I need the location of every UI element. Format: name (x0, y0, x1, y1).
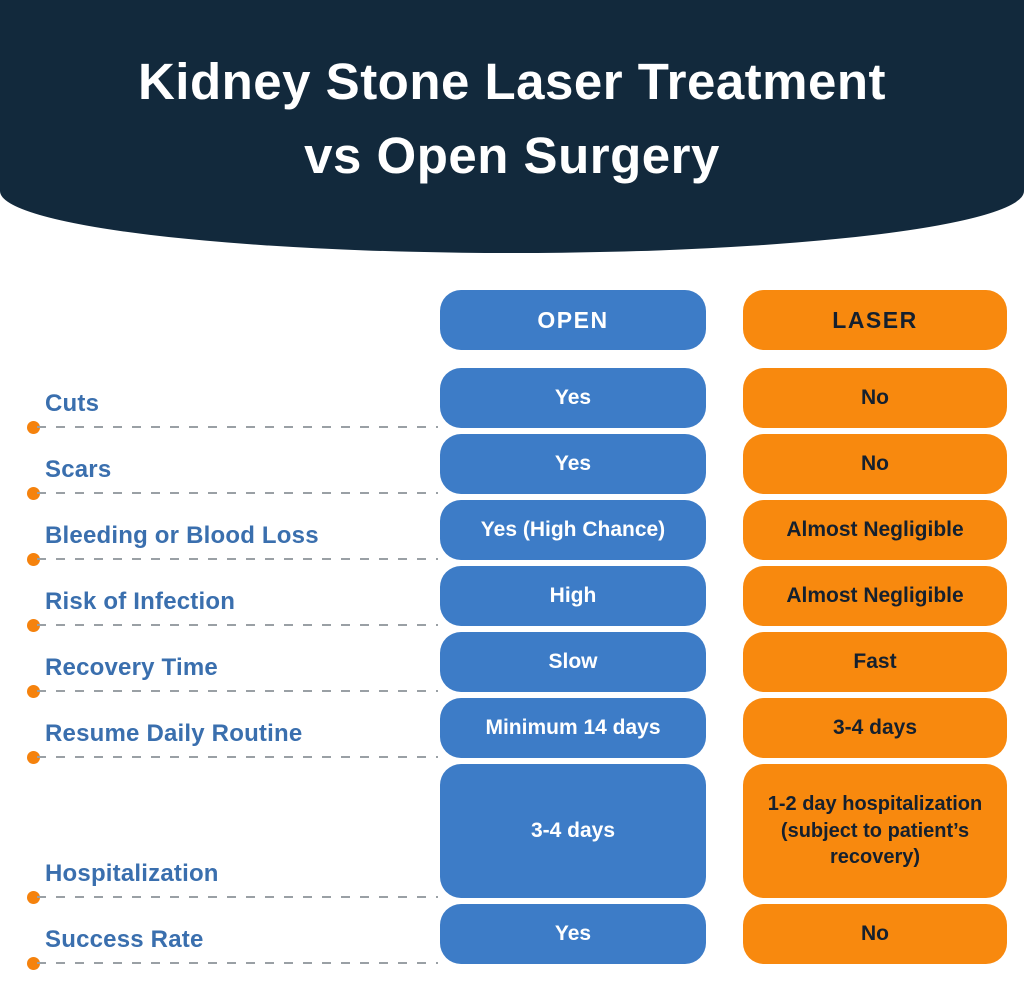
laser-value-cell: Almost Negligible (743, 500, 1007, 560)
table-row-success: Success Rate Yes No (0, 904, 1024, 970)
table-row-bleeding: Bleeding or Blood Loss Yes (High Chance)… (0, 500, 1024, 566)
row-label-cell: Bleeding or Blood Loss (0, 500, 440, 566)
bullet-dot-icon (27, 685, 40, 698)
table-row-routine: Resume Daily Routine Minimum 14 days 3-4… (0, 698, 1024, 764)
row-label-cell: Cuts (0, 368, 440, 434)
table-row-hospitalization: Hospitalization 3-4 days 1-2 day hospita… (0, 764, 1024, 904)
bullet-dot-icon (27, 751, 40, 764)
column-header-open: OPEN (440, 290, 706, 350)
laser-value-cell: 1-2 day hospitalization (subject to pati… (743, 764, 1007, 898)
laser-value-cell: Almost Negligible (743, 566, 1007, 626)
bullet-dot-icon (27, 553, 40, 566)
table-row-recovery: Recovery Time Slow Fast (0, 632, 1024, 698)
header-banner: Kidney Stone Laser Treatment vs Open Sur… (0, 0, 1024, 253)
bullet-dot-icon (27, 619, 40, 632)
laser-value-cell: No (743, 368, 1007, 428)
row-label: Risk of Infection (45, 588, 236, 615)
page-title: Kidney Stone Laser Treatment vs Open Sur… (138, 45, 886, 193)
dashed-leader-line (37, 492, 438, 494)
row-label-cell: Hospitalization (0, 764, 440, 904)
dashed-leader-line (37, 756, 438, 758)
open-value-cell: Minimum 14 days (440, 698, 706, 758)
row-label: Hospitalization (45, 860, 219, 887)
row-label: Scars (45, 456, 112, 483)
open-value-cell: Yes (440, 904, 706, 964)
table-row-infection: Risk of Infection High Almost Negligible (0, 566, 1024, 632)
row-label: Bleeding or Blood Loss (45, 522, 319, 549)
table-row-cuts: Cuts Yes No (0, 368, 1024, 434)
open-value-cell: High (440, 566, 706, 626)
bullet-dot-icon (27, 957, 40, 970)
open-value-cell: Slow (440, 632, 706, 692)
column-header-row: OPEN LASER (0, 290, 1024, 350)
laser-value-cell: No (743, 904, 1007, 964)
dashed-leader-line (37, 896, 438, 898)
title-line-1: Kidney Stone Laser Treatment (137, 52, 887, 110)
open-value-cell: Yes (440, 368, 706, 428)
comparison-table: OPEN LASER Cuts Yes No Scars Yes No Blee… (0, 290, 1024, 970)
dashed-leader-line (37, 558, 438, 560)
dashed-leader-line (37, 624, 438, 626)
bullet-dot-icon (27, 421, 40, 434)
open-value-cell: 3-4 days (440, 764, 706, 898)
row-label-cell: Resume Daily Routine (0, 698, 440, 764)
table-row-scars: Scars Yes No (0, 434, 1024, 500)
row-label-cell: Success Rate (0, 904, 440, 970)
row-label: Success Rate (45, 926, 204, 953)
row-label-cell: Recovery Time (0, 632, 440, 698)
dashed-leader-line (37, 962, 438, 964)
open-value-cell: Yes (High Chance) (440, 500, 706, 560)
header-spacer (0, 290, 440, 350)
open-value-cell: Yes (440, 434, 706, 494)
bullet-dot-icon (27, 891, 40, 904)
column-header-laser: LASER (743, 290, 1007, 350)
title-line-2: vs Open Surgery (304, 126, 720, 184)
laser-value-cell: 3-4 days (743, 698, 1007, 758)
row-label-cell: Risk of Infection (0, 566, 440, 632)
dashed-leader-line (37, 690, 438, 692)
laser-value-cell: Fast (743, 632, 1007, 692)
bullet-dot-icon (27, 487, 40, 500)
row-label: Recovery Time (45, 654, 218, 681)
row-label: Resume Daily Routine (45, 720, 303, 747)
dashed-leader-line (37, 426, 438, 428)
row-label: Cuts (45, 390, 100, 417)
laser-value-cell: No (743, 434, 1007, 494)
row-label-cell: Scars (0, 434, 440, 500)
